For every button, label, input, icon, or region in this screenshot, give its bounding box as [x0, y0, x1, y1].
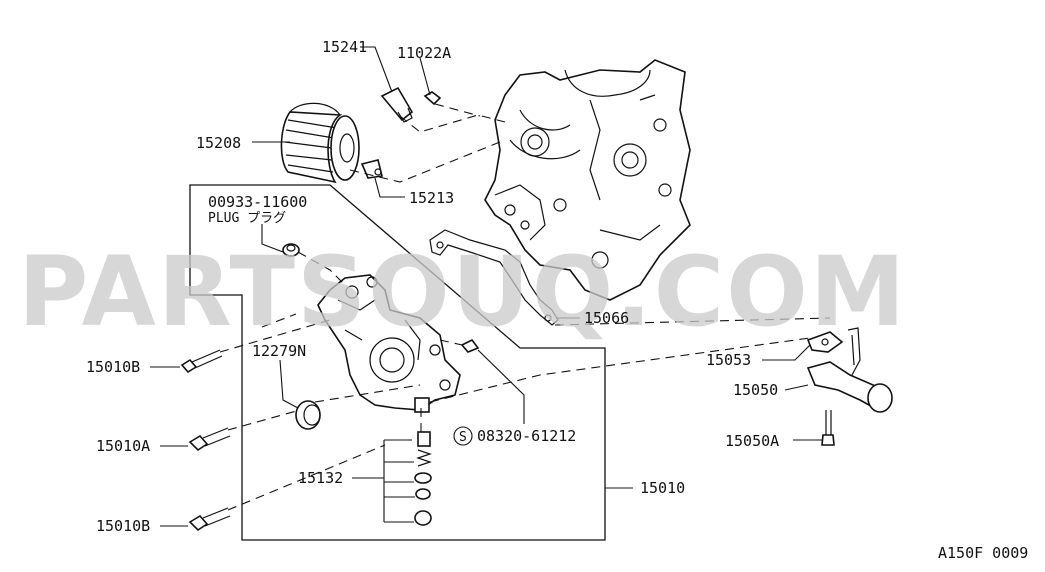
label-15010b-bottom: 15010B	[96, 517, 150, 535]
oil-strainer-15050	[806, 327, 893, 413]
label-15132: 15132	[298, 469, 343, 487]
oil-seal-12279n	[295, 400, 321, 430]
label-12279n: 12279N	[252, 342, 306, 360]
label-15050: 15050	[733, 381, 778, 399]
leader-lines	[150, 46, 822, 527]
label-15213: 15213	[409, 189, 454, 207]
relief-valve-parts-15132	[383, 431, 432, 526]
label-15066: 15066	[584, 309, 629, 327]
bolt-15010a	[188, 427, 231, 452]
label-11022a: 11022A	[397, 44, 451, 62]
plug-11022a	[423, 91, 442, 106]
label-15050a: 15050A	[725, 432, 779, 450]
label-15010: 15010	[640, 479, 685, 497]
engine-block	[484, 59, 691, 301]
bolt-15010b-top	[180, 349, 223, 374]
plug-00933-11600	[282, 243, 300, 257]
oil-filter-15208	[280, 102, 360, 184]
assembly-frame	[189, 184, 606, 541]
reference-lines	[219, 103, 831, 511]
label-00933-11600: 00933-11600	[208, 193, 307, 211]
label-15208: 15208	[196, 134, 241, 152]
label-15010a: 15010A	[96, 437, 150, 455]
label-15241: 15241	[322, 38, 367, 56]
bolt-15010b-bottom	[188, 507, 231, 532]
bolt-15050a	[821, 410, 835, 446]
diagram-code: A150F 0009	[938, 544, 1028, 562]
label-15010b-top: 15010B	[86, 358, 140, 376]
connector-15241	[380, 86, 414, 123]
label-screw-symbol: S	[459, 430, 467, 445]
label-plug: PLUG プラグ	[208, 211, 286, 226]
label-15053: 15053	[706, 351, 751, 369]
gasket-15066	[429, 229, 559, 326]
screw-symbol-circle	[453, 426, 473, 446]
watermark: PARTSOUQ.COM	[18, 236, 907, 348]
label-08320-61212: 08320-61212	[477, 427, 576, 445]
gasket-15053	[806, 331, 844, 353]
oil-pump-assembly	[317, 274, 461, 413]
screw-08320-61212	[460, 338, 480, 353]
